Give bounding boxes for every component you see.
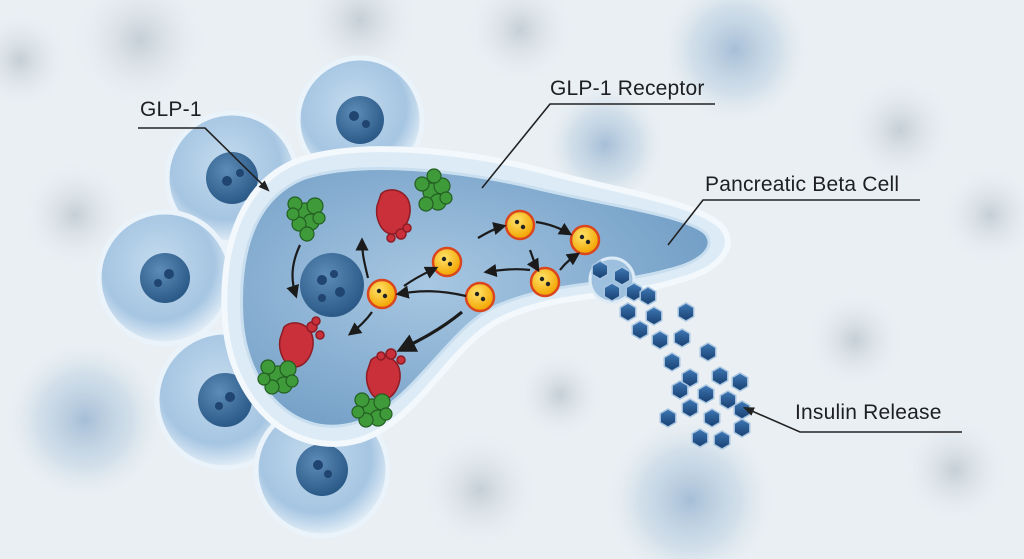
insulin-hexagon bbox=[713, 430, 731, 450]
vesicle bbox=[464, 281, 496, 313]
insulin-granules bbox=[591, 260, 751, 450]
insulin-hexagon bbox=[733, 418, 751, 438]
leader-line-beta-cell bbox=[667, 199, 920, 246]
insulin-hexagon bbox=[639, 286, 657, 306]
leader-line-receptor bbox=[481, 103, 715, 189]
vesicle bbox=[366, 278, 398, 310]
insulin-hexagon bbox=[733, 400, 751, 420]
insulin-hexagon bbox=[681, 398, 699, 418]
label-pancreatic-beta-cell: Pancreatic Beta Cell bbox=[705, 173, 900, 196]
beta-cell-nucleus bbox=[300, 253, 364, 317]
insulin-hexagon bbox=[677, 302, 695, 322]
glp1-molecule bbox=[414, 168, 453, 212]
vesicle bbox=[504, 209, 536, 241]
receptor-molecule bbox=[365, 348, 406, 401]
insulin-hexagon bbox=[681, 368, 699, 388]
insulin-hexagon bbox=[651, 330, 669, 350]
glp1-molecules bbox=[257, 168, 453, 428]
insulin-hexagon bbox=[663, 352, 681, 372]
leader-line-glp1 bbox=[138, 127, 270, 192]
signal-vesicles bbox=[366, 209, 601, 313]
insulin-hexagon bbox=[625, 282, 643, 302]
label-glp1: GLP-1 bbox=[140, 98, 202, 121]
insulin-hexagon bbox=[613, 266, 631, 286]
insulin-hexagon bbox=[673, 328, 691, 348]
receptor-molecule bbox=[278, 316, 325, 368]
insulin-hexagon bbox=[631, 320, 649, 340]
insulin-hexagon bbox=[699, 342, 717, 362]
leader-line-insulin bbox=[742, 407, 962, 433]
neighbor-cell bbox=[96, 209, 234, 347]
insulin-hexagon bbox=[697, 384, 715, 404]
label-insulin-release: Insulin Release bbox=[795, 401, 942, 424]
glp1-molecule bbox=[351, 392, 393, 428]
insulin-hexagon bbox=[731, 372, 749, 392]
insulin-hexagon bbox=[659, 408, 677, 428]
vesicle bbox=[569, 224, 601, 256]
label-glp1-receptor: GLP-1 Receptor bbox=[550, 77, 705, 100]
insulin-hexagon bbox=[619, 302, 637, 322]
vesicle bbox=[529, 266, 561, 298]
receptors bbox=[278, 189, 412, 401]
signal-arrows bbox=[286, 220, 581, 352]
glp1-molecule bbox=[286, 196, 326, 242]
leader-lines bbox=[138, 103, 962, 433]
insulin-hexagon bbox=[671, 380, 689, 400]
insulin-hexagon bbox=[719, 390, 737, 410]
insulin-hexagon bbox=[645, 306, 663, 326]
glp1-molecule bbox=[257, 359, 299, 395]
insulin-hexagon bbox=[603, 282, 621, 302]
insulin-hexagon bbox=[691, 428, 709, 448]
insulin-hexagon bbox=[703, 408, 721, 428]
vesicle bbox=[431, 246, 463, 278]
insulin-hexagon bbox=[591, 260, 609, 280]
receptor-molecule bbox=[375, 189, 412, 243]
insulin-hexagon bbox=[711, 366, 729, 386]
